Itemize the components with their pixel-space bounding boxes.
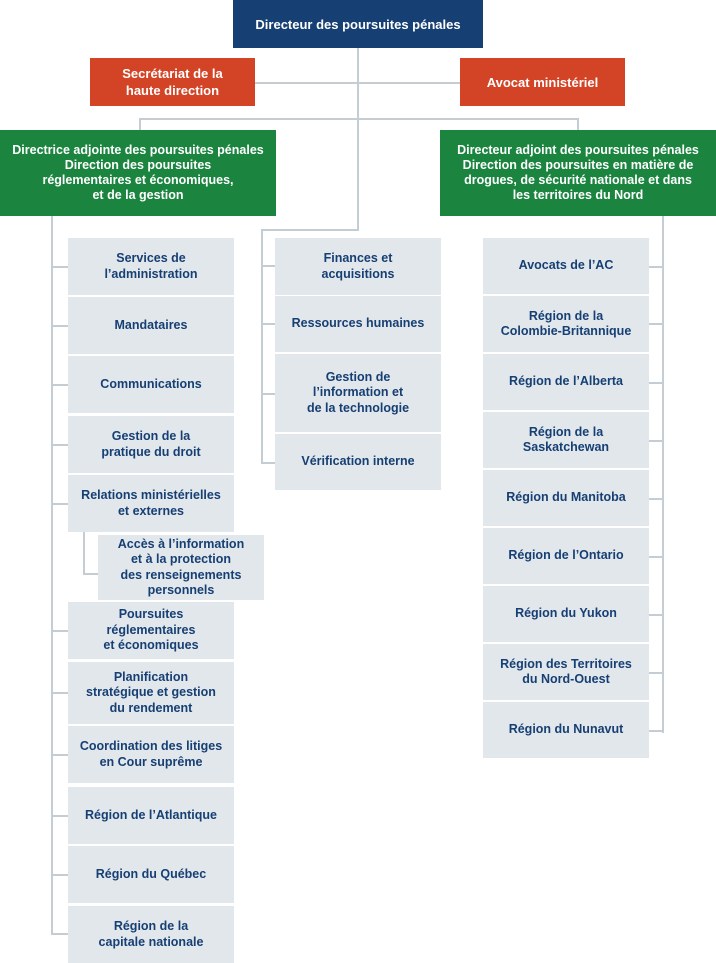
sub-unit-box: Accès à l’information et à la protection…	[98, 535, 264, 600]
connector-middle-tick	[261, 265, 275, 267]
connector-right-tick	[649, 614, 664, 616]
connector-right-tick	[649, 266, 664, 268]
connector-left-tick	[51, 754, 68, 756]
connector-left-spine	[51, 215, 53, 934]
connector-sub-spine	[83, 532, 85, 574]
connector-left-branch-drop	[139, 118, 141, 130]
connector-left-tick	[51, 874, 68, 876]
unit-box: Région de la Colombie-Britannique	[483, 296, 649, 352]
unit-box: Mandataires	[68, 297, 234, 354]
unit-box: Gestion de l’information et de la techno…	[275, 354, 441, 432]
connector-middle-spine	[261, 229, 263, 464]
connector-left-tick	[51, 444, 68, 446]
unit-box: Planification stratégique et gestion du …	[68, 662, 234, 724]
connector-middle-bar	[261, 229, 359, 231]
unit-box: Région de l’Ontario	[483, 528, 649, 584]
director-box: Directeur des poursuites pénales	[233, 0, 483, 48]
unit-box: Région du Nunavut	[483, 702, 649, 758]
unit-box: Région de la Saskatchewan	[483, 412, 649, 468]
connector-middle-tick	[261, 323, 275, 325]
connector-left-tick	[51, 815, 68, 817]
unit-box: Région du Manitoba	[483, 470, 649, 526]
connector-right-tick	[649, 498, 664, 500]
unit-box: Région de l’Atlantique	[68, 787, 234, 844]
secretariat-box: Secrétariat de la haute direction	[90, 58, 255, 106]
unit-box: Vérification interne	[275, 434, 441, 490]
connector-middle-tick	[261, 393, 275, 395]
unit-box: Ressources humaines	[275, 296, 441, 352]
connector-right-tick	[649, 672, 664, 674]
connector-left-tick	[51, 325, 68, 327]
unit-box: Poursuites réglementaires et économiques	[68, 602, 234, 659]
connector-right-tick	[649, 440, 664, 442]
unit-box: Services de l’administration	[68, 238, 234, 295]
counsel-box: Avocat ministériel	[460, 58, 625, 106]
connector-right-branch-drop	[577, 118, 579, 130]
connector-sub-tick	[83, 573, 98, 575]
unit-box: Région de l’Alberta	[483, 354, 649, 410]
unit-box: Gestion de la pratique du droit	[68, 416, 234, 473]
unit-box: Communications	[68, 356, 234, 413]
connector-support-bar	[255, 82, 460, 84]
left-branch-box: Directrice adjointe des poursuites pénal…	[0, 130, 276, 216]
connector-left-tick	[51, 503, 68, 505]
unit-box: Relations ministérielles et externes	[68, 475, 234, 532]
connector-left-tick	[51, 384, 68, 386]
connector-middle-tick	[261, 462, 275, 464]
connector-right-tick	[649, 730, 664, 732]
connector-left-tick	[51, 933, 68, 935]
unit-box: Région du Québec	[68, 846, 234, 903]
connector-left-tick	[51, 630, 68, 632]
connector-right-tick	[649, 323, 664, 325]
connector-right-tick	[649, 382, 664, 384]
unit-box: Finances et acquisitions	[275, 238, 441, 295]
unit-box: Région des Territoires du Nord-Ouest	[483, 644, 649, 700]
connector-left-tick	[51, 692, 68, 694]
connector-director-trunk	[357, 48, 359, 230]
unit-box: Avocats de l’AC	[483, 238, 649, 294]
right-branch-box: Directeur adjoint des poursuites pénales…	[440, 130, 716, 216]
connector-right-spine	[662, 215, 664, 733]
unit-box: Coordination des litiges en Cour suprême	[68, 726, 234, 783]
unit-box: Région de la capitale nationale	[68, 906, 234, 963]
connector-right-tick	[649, 556, 664, 558]
connector-left-tick	[51, 266, 68, 268]
connector-branch-bar	[139, 118, 578, 120]
unit-box: Région du Yukon	[483, 586, 649, 642]
